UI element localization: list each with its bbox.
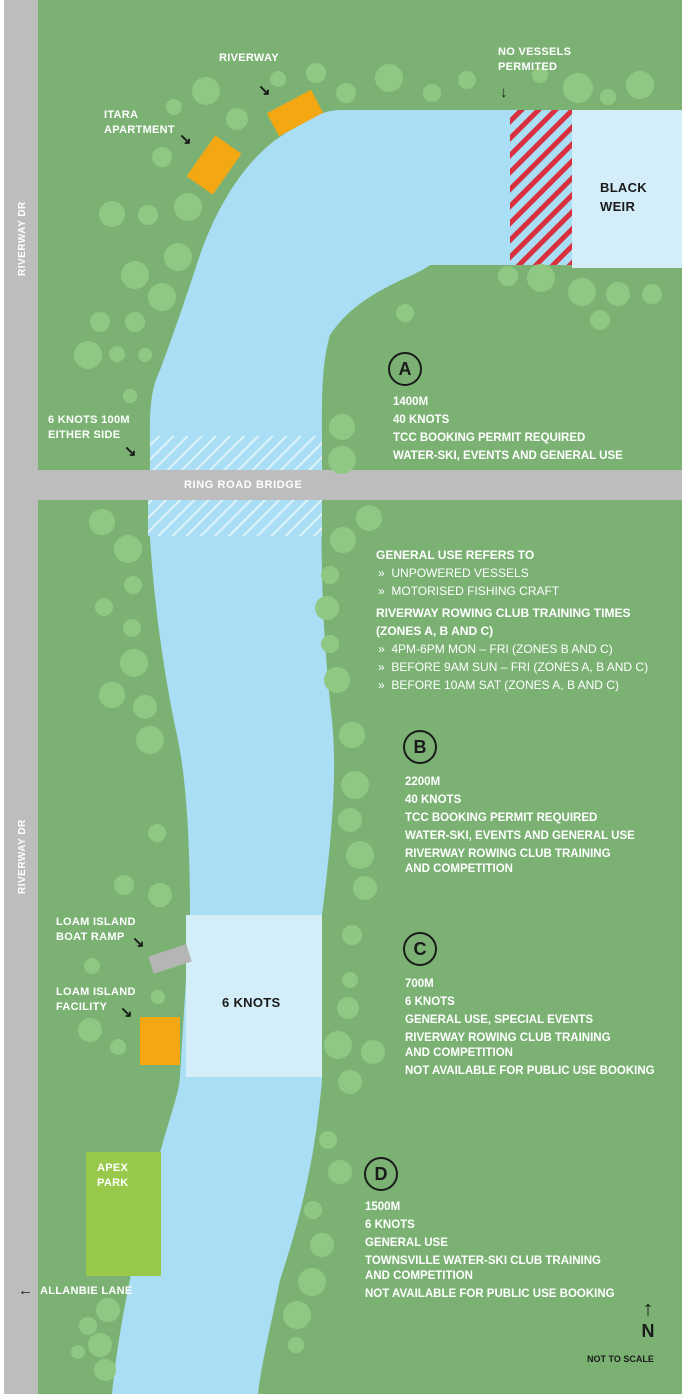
north-arrow: ↑ N — [630, 1298, 666, 1342]
no-vessels-zone — [510, 110, 572, 265]
allanbie-lane-label: ALLANBIE LANE — [40, 1285, 133, 1297]
no-vessels-arrow-icon: ↓ — [500, 84, 508, 101]
itara-apartment-building — [186, 135, 242, 195]
riverway-label: RIVERWAY — [219, 52, 279, 64]
bridge-hatch-south — [148, 500, 322, 536]
riverway-dr-road — [4, 0, 38, 1394]
river-upper — [149, 110, 510, 470]
ring-road-bridge-label: RING ROAD BRIDGE — [184, 479, 303, 491]
left-margin — [0, 0, 4, 1394]
trees — [71, 63, 662, 1381]
black-weir — [572, 110, 682, 268]
zone-d-badge: D — [364, 1157, 398, 1191]
north-arrow-icon: ↑ — [642, 1296, 654, 1321]
boat-ramp-arrow-icon: ↘ — [132, 934, 145, 951]
loam-island-boat-ramp — [148, 944, 192, 974]
zone-a-badge: A — [388, 352, 422, 386]
six-knots-arrow-icon: ↘ — [124, 443, 137, 460]
riverway-arrow-icon: ↘ — [258, 82, 271, 99]
itara-arrow-icon: ↘ — [179, 131, 192, 148]
right-margin — [682, 0, 686, 1394]
zone-b-badge: B — [403, 730, 437, 764]
riverway-dr-label-bottom: RIVERWAY DR — [17, 819, 28, 894]
riverway-dr-label-top: RIVERWAY DR — [17, 201, 28, 276]
riverway-building — [266, 89, 324, 137]
bridge-hatch-north — [150, 436, 322, 470]
facility-arrow-icon: ↘ — [120, 1004, 133, 1021]
zone-c-speed-label: 6 KNOTS — [222, 995, 281, 1010]
ring-road-bridge-road — [4, 470, 682, 500]
not-to-scale-label: NOT TO SCALE — [587, 1354, 654, 1364]
zone-c-slow-area — [186, 915, 322, 1077]
loam-island-facility-building — [140, 1017, 180, 1065]
allanbie-arrow-icon: ← — [18, 1282, 33, 1299]
general-use-note: GENERAL USE REFERS TO » UNPOWERED VESSEL… — [376, 548, 649, 692]
zone-c-badge: C — [403, 932, 437, 966]
apex-park — [86, 1152, 161, 1276]
